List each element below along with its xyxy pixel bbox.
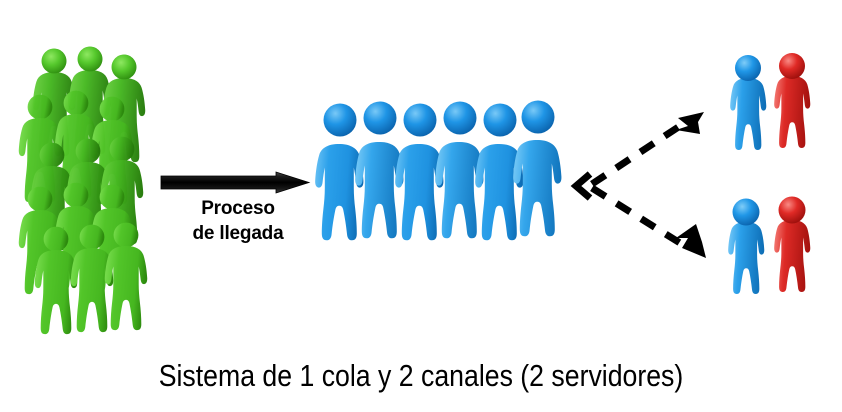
- server-station-1: [714, 48, 834, 170]
- diagram-caption: Sistema de 1 cola y 2 canales (2 servido…: [158, 358, 684, 393]
- arrowhead-lower-icon: [676, 224, 706, 258]
- queue-line: [308, 98, 570, 288]
- queue-people-icon: [315, 100, 562, 241]
- branch-line-lower: [590, 185, 690, 251]
- dashed-branch-icon: [570, 112, 706, 258]
- server-station-2: [710, 188, 834, 318]
- server-head-icon: [779, 53, 805, 79]
- person-group-icon: [18, 46, 148, 335]
- server-pair-icon: [730, 53, 811, 150]
- arrival-label-line1: Proceso: [201, 198, 275, 219]
- server-head-icon: [778, 196, 806, 224]
- customer-head-icon: [735, 55, 761, 81]
- branch-line-upper: [590, 119, 688, 187]
- arrival-process-arrow: [160, 168, 312, 200]
- customer-head-icon: [732, 198, 760, 226]
- branch-arrows: [566, 108, 716, 260]
- arrival-label-line2: de llegada: [192, 223, 284, 244]
- right-arrow-icon: [160, 171, 311, 194]
- server-pair-icon: [728, 196, 811, 294]
- arrival-process-label: Proceso de llegada: [168, 196, 308, 246]
- arrowhead-upper-icon: [676, 112, 704, 134]
- chevron-left-icon: [570, 171, 593, 201]
- arrival-crowd: [14, 46, 156, 335]
